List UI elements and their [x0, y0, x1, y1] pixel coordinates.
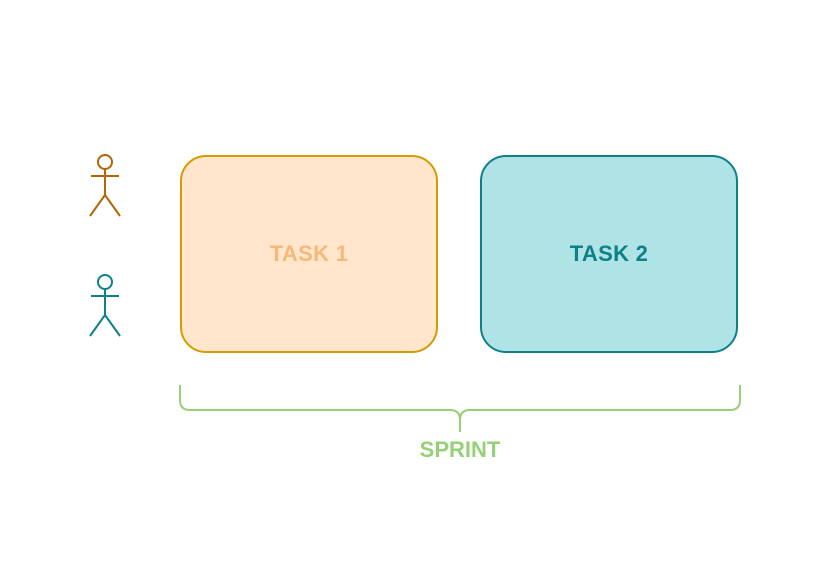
task-2-label: TASK 2: [569, 241, 649, 266]
task-2-box[interactable]: TASK 2: [480, 155, 738, 353]
sprint-brace: [179, 385, 741, 432]
actor-2-icon: [85, 270, 125, 340]
task-1-box[interactable]: TASK 1: [180, 155, 438, 353]
sprint-label: SPRINT: [419, 437, 501, 462]
actor-1-icon: [85, 150, 125, 220]
task-1-label: TASK 1: [269, 241, 349, 266]
